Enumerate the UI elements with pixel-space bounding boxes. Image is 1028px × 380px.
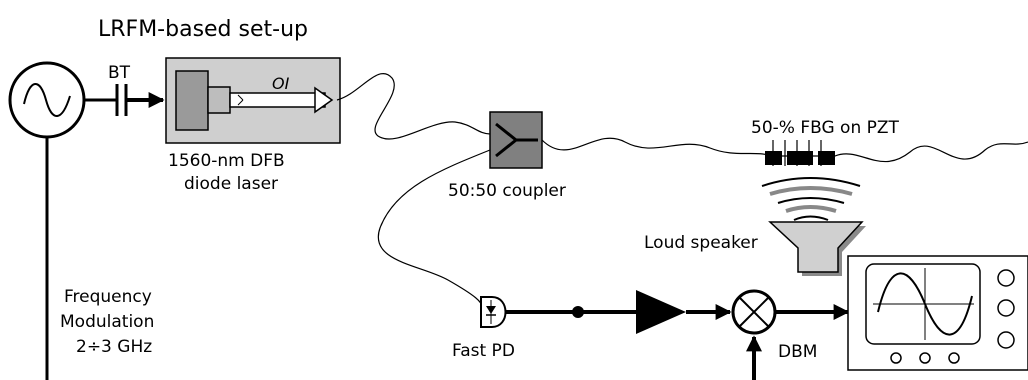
dfb-laser [165, 57, 341, 144]
frequency-modulation-label-2: Modulation [60, 312, 154, 332]
bt-label: BT [108, 63, 131, 83]
loudspeaker-label: Loud speaker [644, 233, 758, 253]
fiber-coupler-to-pd [377, 149, 491, 308]
laser-label-2: diode laser [184, 174, 278, 194]
photodiode-label: Fast PD [452, 341, 515, 361]
dbm-mixer [731, 289, 777, 335]
diagram-title: LRFM-based set-up [98, 17, 308, 42]
fast-photodiode [480, 296, 507, 328]
coupler-label: 50:50 coupler [448, 181, 566, 201]
frequency-modulation-label-3: 2÷3 GHz [76, 337, 152, 357]
signal-junction-dot [572, 306, 584, 318]
fbg-on-pzt [765, 140, 835, 166]
frequency-modulation-label-1: Frequency [64, 287, 152, 307]
amplifier [636, 290, 686, 334]
oscilloscope [847, 255, 1028, 371]
dbm-label: DBM [778, 342, 817, 362]
sound-waves [761, 177, 861, 221]
loudspeaker [768, 221, 866, 276]
fbg-label: 50-% FBG on PZT [751, 118, 900, 138]
laser-label-1: 1560-nm DFB [168, 151, 285, 171]
optical-isolator-label: OI [272, 74, 290, 93]
fiber-laser-to-coupler [336, 72, 491, 140]
rf-generator [8, 61, 86, 139]
coupler [489, 111, 543, 169]
